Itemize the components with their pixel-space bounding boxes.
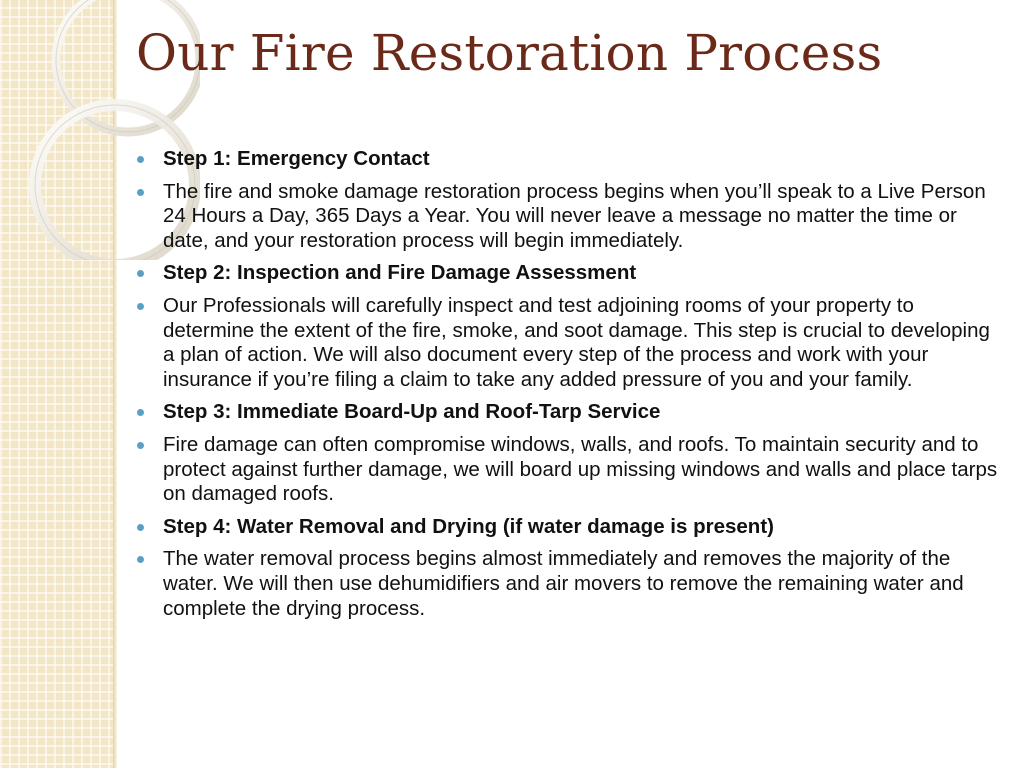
bullet-dot-icon <box>137 523 144 531</box>
step-4-heading: Step 4: Water Removal and Drying (if wat… <box>136 515 1002 540</box>
side-panel-edge <box>113 0 117 768</box>
bullet-text: Fire damage can often compromise windows… <box>163 432 998 506</box>
bullet-text: Step 1: Emergency Contact <box>163 147 430 170</box>
bullet-dot-icon <box>137 556 144 564</box>
step-3-heading: Step 3: Immediate Board-Up and Roof-Tarp… <box>136 400 1002 425</box>
decorative-rings-icon <box>29 0 200 260</box>
slide-content: Step 1: Emergency Contact The fire and s… <box>136 147 1002 629</box>
slide-title: Our Fire Restoration Process <box>136 24 883 82</box>
step-3-description: Fire damage can often compromise windows… <box>136 433 1002 507</box>
bullet-text: The water removal process begins almost … <box>163 547 964 620</box>
step-2-heading: Step 2: Inspection and Fire Damage Asses… <box>136 261 1002 286</box>
bullet-text: Our Professionals will carefully inspect… <box>163 293 990 391</box>
bullet-dot-icon <box>137 156 144 163</box>
step-1-description: The fire and smoke damage restoration pr… <box>136 180 1002 254</box>
bullet-dot-icon <box>137 441 144 449</box>
step-4-description: The water removal process begins almost … <box>136 547 1002 621</box>
bullet-list: Step 1: Emergency Contact The fire and s… <box>136 147 1002 621</box>
bullet-text: Step 4: Water Removal and Drying (if wat… <box>163 514 774 538</box>
bullet-dot-icon <box>137 409 144 417</box>
bullet-text: Step 2: Inspection and Fire Damage Asses… <box>163 261 637 285</box>
step-2-description: Our Professionals will carefully inspect… <box>136 294 1002 392</box>
bullet-dot-icon <box>137 270 144 278</box>
bullet-dot-icon <box>137 188 144 196</box>
bullet-text: The fire and smoke damage restoration pr… <box>163 179 986 252</box>
bullet-dot-icon <box>137 302 144 310</box>
bullet-text: Step 3: Immediate Board-Up and Roof-Tarp… <box>163 400 661 424</box>
step-1-heading: Step 1: Emergency Contact <box>136 147 1002 172</box>
